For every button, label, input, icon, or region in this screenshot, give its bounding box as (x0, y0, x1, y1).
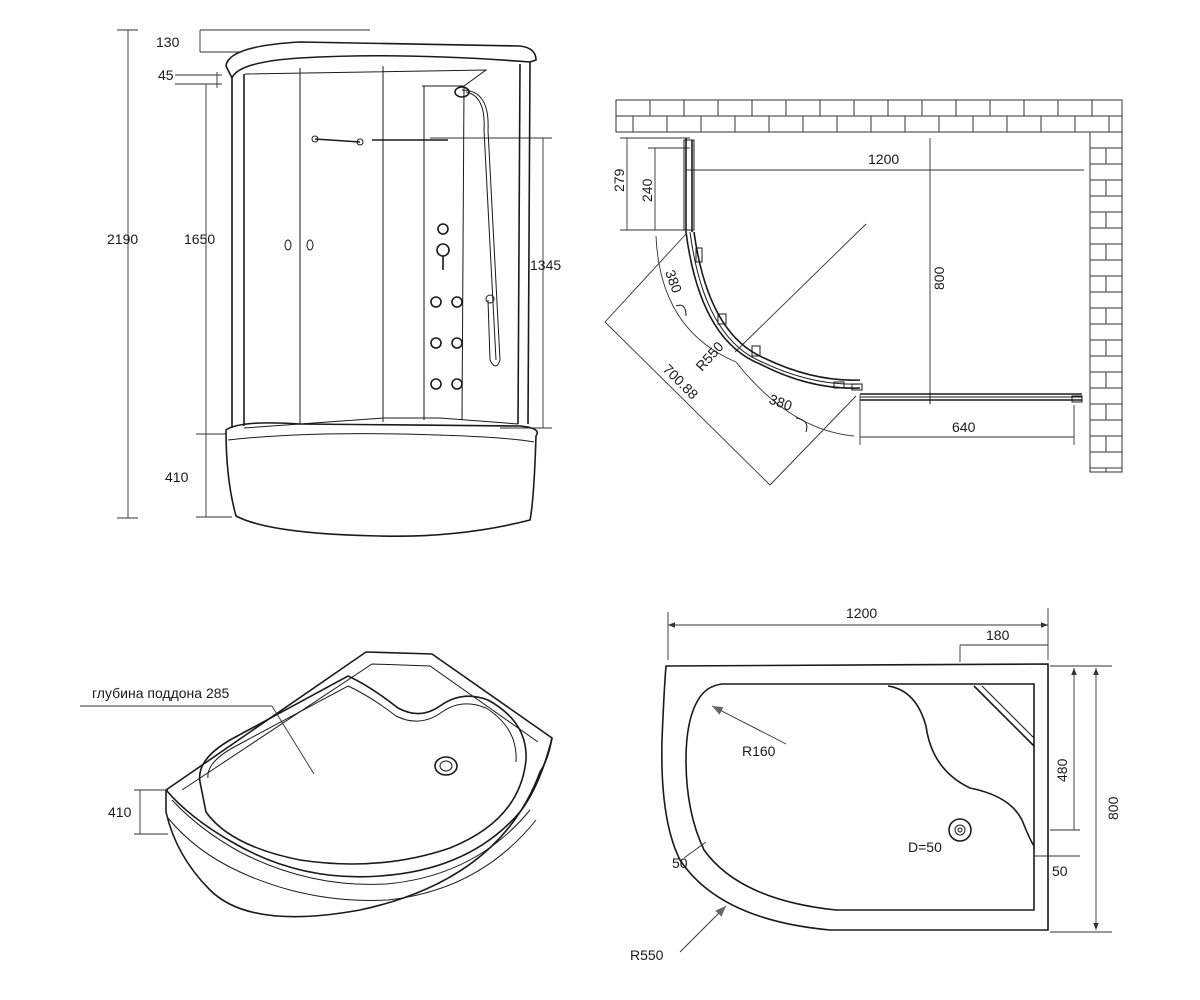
dim-total-height: 2190 (107, 231, 138, 247)
dim-drain: D=50 (908, 839, 942, 855)
dim-480: 480 (1054, 758, 1070, 782)
plan-view: 1200 800 279 240 380 R550 700.88 380 640 (604, 99, 1123, 486)
dim-panel-height: 1345 (530, 257, 561, 273)
hand-shower-icon (485, 294, 495, 304)
front-dimension-lines (117, 29, 552, 519)
tray-plan: 1200 180 R160 D=50 480 800 50 50 R550 (630, 605, 1121, 963)
shower-hose (461, 89, 501, 367)
dim-240: 240 (639, 178, 655, 202)
tray-drain-icon (434, 756, 458, 776)
front-view: 130 45 2190 1650 1345 410 (107, 29, 561, 537)
dim-tray-width: 1200 (846, 605, 877, 621)
dim-tray-offset: 180 (986, 627, 1010, 643)
dim-plan-depth: 800 (931, 266, 947, 290)
dim-inner-radius: R160 (742, 743, 776, 759)
dim-rim-left: 50 (672, 855, 688, 871)
plan-dimension-lines (604, 137, 1084, 486)
shower-enclosure-plan (683, 138, 1083, 404)
cabin-roof (225, 41, 537, 80)
dim-outer-radius: R550 (630, 947, 664, 963)
dim-plan-width: 1200 (868, 151, 899, 167)
cabin-frame (231, 61, 531, 429)
dim-arc-380-top: 380 (662, 268, 685, 296)
tray-plan-drain-icon (948, 818, 972, 842)
dim-rim-right: 50 (1052, 863, 1068, 879)
dim-tray-perspective-height: 410 (108, 804, 132, 820)
front-tray (225, 422, 539, 537)
door-handles (284, 135, 448, 251)
hydromassage-jets (430, 223, 463, 390)
dim-279: 279 (611, 168, 627, 192)
tray-depth-label: глубина поддона 285 (92, 685, 230, 701)
brick-wall (615, 99, 1123, 473)
shower-head-icon (454, 86, 470, 98)
dim-gap: 45 (158, 67, 174, 83)
dim-roof-height: 130 (156, 34, 180, 50)
dim-radius: R550 (692, 338, 726, 374)
dim-arc-380-bottom: 380 (767, 391, 795, 414)
dim-tray-depth: 800 (1105, 796, 1121, 820)
dim-door-height: 1650 (184, 231, 215, 247)
dim-tray-height: 410 (165, 469, 189, 485)
dim-straight-panel: 640 (952, 419, 976, 435)
tray-perspective: глубина поддона 285 410 (80, 651, 553, 918)
